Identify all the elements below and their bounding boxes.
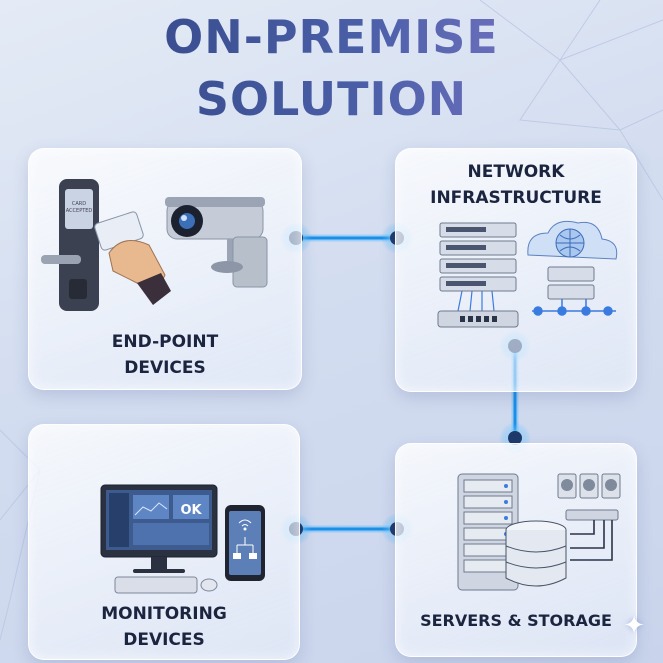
door-lock-camera-icon: CARD ACCEPTED <box>41 179 268 311</box>
monitoring-label-line-1: MONITORING <box>101 604 227 624</box>
svg-text:ACCEPTED: ACCEPTED <box>66 208 93 214</box>
servers-storage-card: SERVERS & STORAGE <box>395 443 637 657</box>
sparkle-icon: ✦ <box>623 611 645 641</box>
endpoint-label-line-2: DEVICES <box>124 358 206 378</box>
endpoint-devices-card: CARD ACCEPTED END-POINT DEVICES <box>28 148 302 390</box>
network-label-line-1: NETWORK <box>467 162 565 182</box>
title-line-1: ON-PREMISE <box>0 10 663 64</box>
endpoint-label-line-1: END-POINT <box>111 332 219 352</box>
network-infrastructure-card: NETWORK INFRASTRUCTURE <box>395 148 637 392</box>
monitoring-devices-card: OK MONITORING DEVICES <box>28 424 300 660</box>
title-line-2: SOLUTION <box>0 72 663 126</box>
network-label-line-2: INFRASTRUCTURE <box>430 188 602 208</box>
svg-text:OK: OK <box>180 503 202 518</box>
server-database-icon <box>457 473 621 591</box>
svg-text:CARD: CARD <box>72 201 86 207</box>
monitor-phone-icon: OK <box>100 484 265 594</box>
monitoring-label-line-2: DEVICES <box>123 630 205 650</box>
servers-label: SERVERS & STORAGE <box>420 611 612 630</box>
network-rack-cloud-icon <box>437 220 618 328</box>
